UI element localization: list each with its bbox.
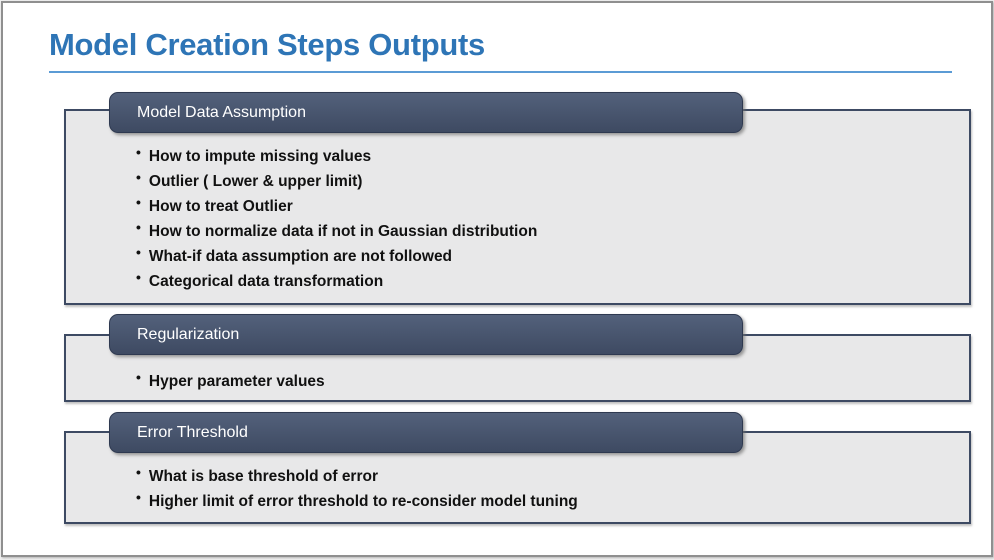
bullet-item: • How to impute missing values — [136, 144, 939, 169]
section-header-label: Error Threshold — [137, 424, 248, 441]
bullet-dot-icon: • — [136, 464, 141, 480]
bullet-text: Outlier ( Lower & upper limit) — [148, 173, 363, 190]
bullet-text: What-if data assumption are not followed — [148, 248, 453, 265]
section-header-regularization: Regularization — [109, 314, 743, 355]
bullet-list: • What is base threshold of error • Higher… — [136, 464, 939, 514]
section-header-label: Model Data Assumption — [137, 104, 306, 121]
section-body-model-data-assumption: • How to impute missing values • Outlier (… — [64, 109, 971, 305]
bullet-item: • Categorical data transformation — [136, 269, 939, 294]
bullet-list: • Hyper parameter values — [136, 369, 939, 394]
bullet-dot-icon: • — [136, 144, 141, 160]
bullet-item: • How to normalize data if not in Gaussia… — [136, 219, 939, 244]
bullet-dot-icon: • — [136, 269, 141, 285]
bullet-item: • What-if data assumption are not followe… — [136, 244, 939, 269]
bullet-dot-icon: • — [136, 169, 141, 185]
page-title: Model Creation Steps Outputs — [49, 27, 485, 62]
bullet-dot-icon: • — [136, 489, 141, 505]
section-header-error-threshold: Error Threshold — [109, 412, 743, 453]
bullet-text: Higher limit of error threshold to re-co… — [148, 493, 578, 510]
title-underline — [49, 71, 952, 73]
bullet-text: Categorical data transformation — [148, 273, 384, 290]
bullet-item: • How to treat Outlier — [136, 194, 939, 219]
section-header-label: Regularization — [137, 326, 240, 343]
bullet-dot-icon: • — [136, 244, 141, 260]
bullet-text: How to treat Outlier — [148, 198, 293, 215]
bullet-text: How to normalize data if not in Gaussian… — [148, 223, 538, 240]
bullet-item: • What is base threshold of error — [136, 464, 939, 489]
bullet-item: • Hyper parameter values — [136, 369, 939, 394]
bullet-item: • Outlier ( Lower & upper limit) — [136, 169, 939, 194]
bullet-text: What is base threshold of error — [148, 468, 379, 485]
bullet-text: Hyper parameter values — [148, 373, 325, 390]
bullet-dot-icon: • — [136, 369, 141, 385]
bullet-list: • How to impute missing values • Outlier (… — [136, 144, 939, 294]
bullet-text: How to impute missing values — [148, 148, 372, 165]
bullet-dot-icon: • — [136, 219, 141, 235]
section-header-model-data-assumption: Model Data Assumption — [109, 92, 743, 133]
bullet-dot-icon: • — [136, 194, 141, 210]
bullet-item: • Higher limit of error threshold to re-c… — [136, 489, 939, 514]
